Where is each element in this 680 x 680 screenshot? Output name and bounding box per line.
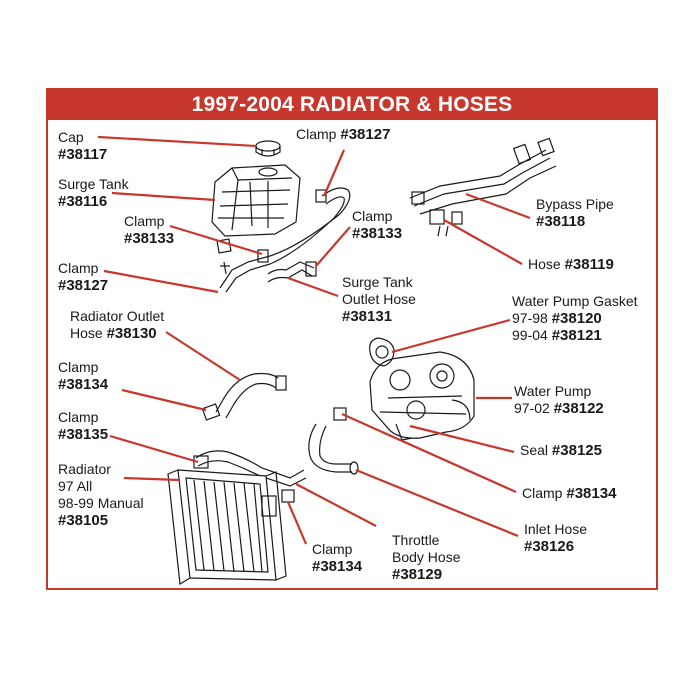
callout-water-pump-gasket: Water Pump Gasket 97-98 #38120 99-04 #38…	[512, 293, 638, 344]
water-pump-gasket-drawing	[370, 338, 394, 366]
seal-label: Seal	[520, 442, 552, 458]
surge-tank-drawing	[212, 165, 300, 236]
bypass-pipe-drawing	[410, 138, 556, 236]
callout-clamp-38127-left: Clamp #38127	[58, 260, 108, 294]
clamp-38134-left-label: Clamp	[58, 359, 108, 376]
surge-tank-label: Surge Tank	[58, 176, 129, 193]
water-pump-part-number: #38122	[554, 400, 604, 417]
radiator-98-99-label: 98-99 Manual	[58, 495, 144, 512]
radiator-outlet-hose-label-line2: Hose	[70, 325, 107, 341]
inlet-hose-label: Inlet Hose	[524, 521, 587, 538]
callout-cap: Cap #38117	[58, 129, 107, 163]
water-pump-label: Water Pump	[514, 383, 604, 400]
outlet-hose-label-line1: Surge Tank	[342, 274, 416, 291]
bypass-pipe-label: Bypass Pipe	[536, 196, 614, 213]
callout-clamp-38134-left: Clamp #38134	[58, 359, 108, 393]
throttle-body-hose-part-number: #38129	[392, 566, 460, 583]
callout-radiator: Radiator 97 All 98-99 Manual #38105	[58, 461, 144, 529]
clamp-38135-part-number: #38135	[58, 426, 108, 443]
radiator-label: Radiator	[58, 461, 144, 478]
gasket-99-04-part-number: #38121	[552, 327, 602, 344]
callout-clamp-38133-left: Clamp #38133	[124, 213, 174, 247]
radiator-97-all-label: 97 All	[58, 478, 144, 495]
callout-clamp-38134-right: Clamp #38134	[522, 485, 616, 502]
outlet-hose-label-line2: Outlet Hose	[342, 291, 416, 308]
seal-part-number: #38125	[552, 442, 602, 459]
outlet-hose-part-number: #38131	[342, 308, 416, 325]
gasket-99-04-label: 99-04	[512, 327, 552, 343]
throttle-body-hose-label-line1: Throttle	[392, 532, 460, 549]
clamp-38134-left-part-number: #38134	[58, 376, 108, 393]
callout-throttle-body-hose: Throttle Body Hose #38129	[392, 532, 460, 583]
clamp-top-label: Clamp	[296, 126, 340, 142]
clamp-38127-left-label: Clamp	[58, 260, 108, 277]
radiator-part-number: #38105	[58, 512, 144, 529]
cap-label: Cap	[58, 129, 107, 146]
clamp-top-part-number: #38127	[340, 126, 390, 143]
callout-clamp-top: Clamp #38127	[296, 126, 390, 143]
gasket-97-98-label: 97-98	[512, 310, 552, 326]
clamp-38134-right-part-number: #38134	[566, 485, 616, 502]
callout-inlet-hose: Inlet Hose #38126	[524, 521, 587, 555]
callout-radiator-outlet-hose: Radiator Outlet Hose #38130	[70, 308, 164, 342]
water-pump-gasket-label: Water Pump Gasket	[512, 293, 638, 310]
clamp-38134-bottom-part-number: #38134	[312, 558, 362, 575]
callout-seal: Seal #38125	[520, 442, 602, 459]
clamp-38133-left-part-number: #38133	[124, 230, 174, 247]
clamp-38134-right-label: Clamp	[522, 485, 566, 501]
callout-clamp-38133-right: Clamp #38133	[352, 208, 402, 242]
callout-bypass-pipe: Bypass Pipe #38118	[536, 196, 614, 230]
cap-part-number: #38117	[58, 146, 107, 163]
gasket-97-98-part-number: #38120	[552, 310, 602, 327]
radiator-outlet-hose-label: Radiator Outlet	[70, 308, 164, 325]
clamp-38127-left-part-number: #38127	[58, 277, 108, 294]
callout-clamp-38135: Clamp #38135	[58, 409, 108, 443]
throttle-body-hose-label-line2: Body Hose	[392, 549, 460, 566]
surge-tank-part-number: #38116	[58, 193, 129, 210]
callout-surge-tank: Surge Tank #38116	[58, 176, 129, 210]
callout-clamp-38134-bottom: Clamp #38134	[312, 541, 362, 575]
callout-water-pump: Water Pump 97-02 #38122	[514, 383, 604, 417]
inlet-hose-part-number: #38126	[524, 538, 587, 555]
hose-38119-part-number: #38119	[565, 256, 614, 273]
clamp-38135-label: Clamp	[58, 409, 108, 426]
bypass-pipe-part-number: #38118	[536, 213, 614, 230]
clamp-38133-right-label: Clamp	[352, 208, 402, 225]
cap-drawing	[256, 141, 280, 156]
water-pump-year-label: 97-02	[514, 400, 554, 416]
callout-hose-38119: Hose #38119	[528, 256, 614, 273]
callout-surge-tank-outlet-hose: Surge Tank Outlet Hose #38131	[342, 274, 416, 325]
clamp-38133-right-part-number: #38133	[352, 225, 402, 242]
radiator-outlet-hose-part-number: #38130	[107, 325, 157, 342]
hose-38119-label: Hose	[528, 256, 565, 272]
radiator-outlet-hose-drawing	[202, 374, 286, 421]
clamp-38133-left-label: Clamp	[124, 213, 174, 230]
radiator-drawing	[168, 470, 286, 584]
clamp-38134-bottom-label: Clamp	[312, 541, 362, 558]
